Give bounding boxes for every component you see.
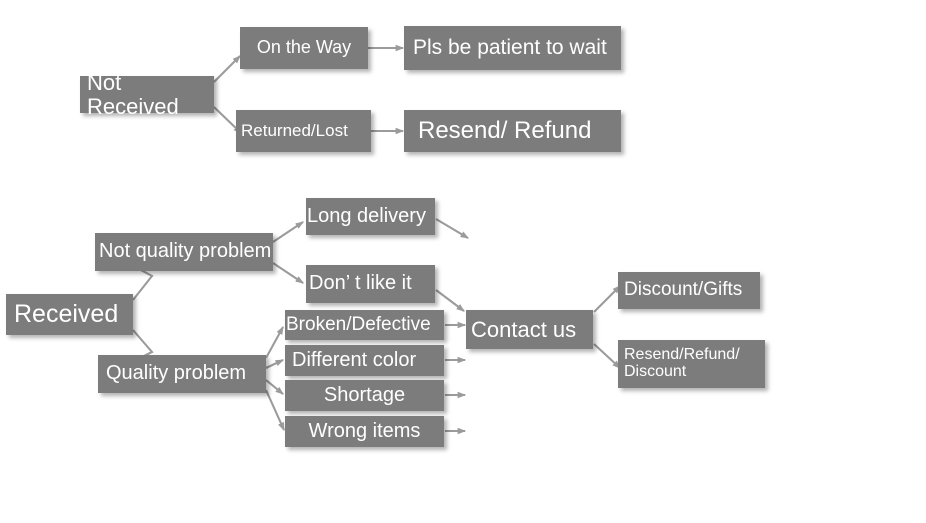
edge-quality-wrongitems	[265, 389, 285, 432]
edge-received-quality	[132, 329, 154, 359]
node-label: Not Received	[87, 70, 179, 119]
node-label: Don’ t like it	[309, 272, 412, 295]
node-returned-lost[interactable]: Returned/Lost	[236, 110, 371, 152]
node-label: Broken/Defective	[286, 313, 431, 335]
edge-notreceived-ontheway	[213, 55, 241, 83]
node-label: Quality problem	[106, 362, 247, 385]
node-discount-gifts[interactable]: Discount/Gifts	[618, 272, 760, 309]
node-label: Shortage	[323, 383, 406, 406]
edge-contactus-discountgifts	[593, 285, 621, 313]
node-label: Different color	[292, 348, 417, 371]
node-shortage[interactable]: Shortage	[285, 380, 444, 411]
node-label: Resend/Refund/ Discount	[624, 346, 740, 380]
edge-notquality-longdelivery	[272, 221, 304, 243]
node-quality-problem[interactable]: Quality problem	[98, 355, 266, 393]
node-not-quality-problem[interactable]: Not quality problem	[95, 233, 273, 271]
node-contact-us[interactable]: Contact us	[466, 310, 593, 349]
node-label: Not quality problem	[99, 240, 272, 263]
node-resend-refund-discount[interactable]: Resend/Refund/ Discount	[618, 340, 765, 388]
node-label: On the Way	[256, 37, 352, 58]
edge-notquality-dontlikeit	[272, 262, 304, 284]
node-received[interactable]: Received	[6, 294, 133, 335]
node-label: Wrong items	[308, 419, 421, 442]
node-on-the-way[interactable]: On the Way	[240, 27, 368, 69]
node-pls-be-patient-to-wait[interactable]: Pls be patient to wait	[404, 26, 621, 70]
edge-quality-broken	[265, 325, 284, 359]
node-long-delivery[interactable]: Long delivery	[306, 198, 435, 235]
node-label: Contact us	[471, 316, 577, 342]
node-wrong-items[interactable]: Wrong items	[285, 416, 444, 447]
node-not-received[interactable]: Not Received	[80, 71, 214, 118]
node-label: Discount/Gifts	[624, 279, 743, 301]
edge-quality-differentcolor	[265, 359, 285, 369]
edge-quality-shortage	[265, 379, 284, 395]
node-label: Pls be patient to wait	[413, 35, 607, 59]
node-label: Received	[14, 300, 119, 329]
node-label: Resend/ Refund	[418, 117, 592, 145]
node-broken-defective[interactable]: Broken/Defective	[285, 310, 444, 340]
node-different-color[interactable]: Different color	[285, 345, 444, 376]
node-label: Returned/Lost	[241, 120, 348, 140]
edge-received-notquality	[132, 268, 154, 301]
node-dont-like-it[interactable]: Don’ t like it	[306, 265, 435, 303]
edge-longdelivery-contactus	[435, 218, 470, 239]
edge-contactus-resendrefunddiscount	[593, 343, 621, 369]
edge-dontlikeit-contactus	[435, 289, 465, 312]
node-label: Long delivery	[307, 204, 426, 227]
node-resend-refund[interactable]: Resend/ Refund	[404, 110, 621, 152]
